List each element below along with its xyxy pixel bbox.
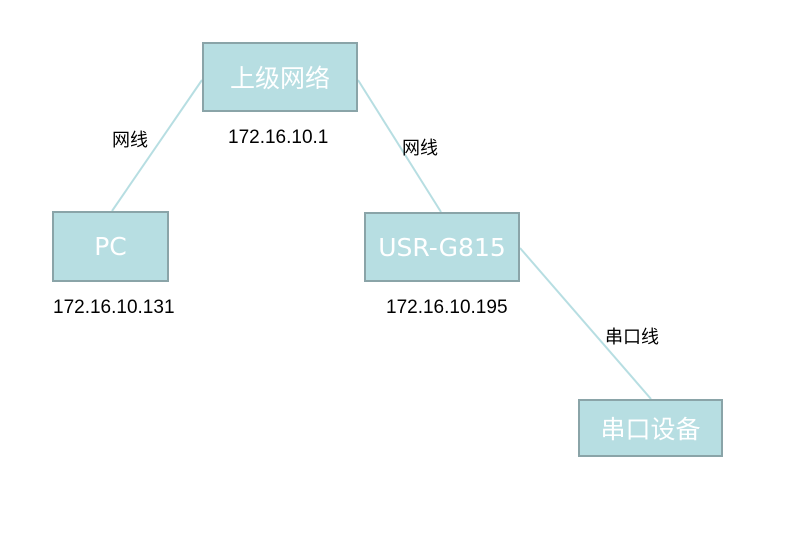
usr-g815-ip: 172.16.10.195 xyxy=(386,297,508,318)
node-upper-network-label: 上级网络 xyxy=(229,64,330,93)
node-serial-device-label: 串口设备 xyxy=(600,415,701,444)
edge-label-serial-cable: 串口线 xyxy=(605,327,659,348)
edge-label-pc-ethernet: 网线 xyxy=(112,130,148,151)
node-pc-label: PC xyxy=(94,232,127,261)
pc-ip: 172.16.10.131 xyxy=(53,297,175,318)
connector-pc-to-upper xyxy=(111,79,203,212)
node-upper-network: 上级网络 xyxy=(202,42,358,112)
node-serial-device: 串口设备 xyxy=(578,399,723,457)
edge-label-usr-ethernet: 网线 xyxy=(402,138,438,159)
node-usr-g815-label: USR-G815 xyxy=(378,232,506,262)
connector-usr-to-serial xyxy=(519,247,652,400)
upper-network-ip: 172.16.10.1 xyxy=(228,127,329,148)
connector-usr-to-upper xyxy=(357,79,442,213)
node-pc: PC xyxy=(52,211,169,282)
node-usr-g815: USR-G815 xyxy=(364,212,520,282)
